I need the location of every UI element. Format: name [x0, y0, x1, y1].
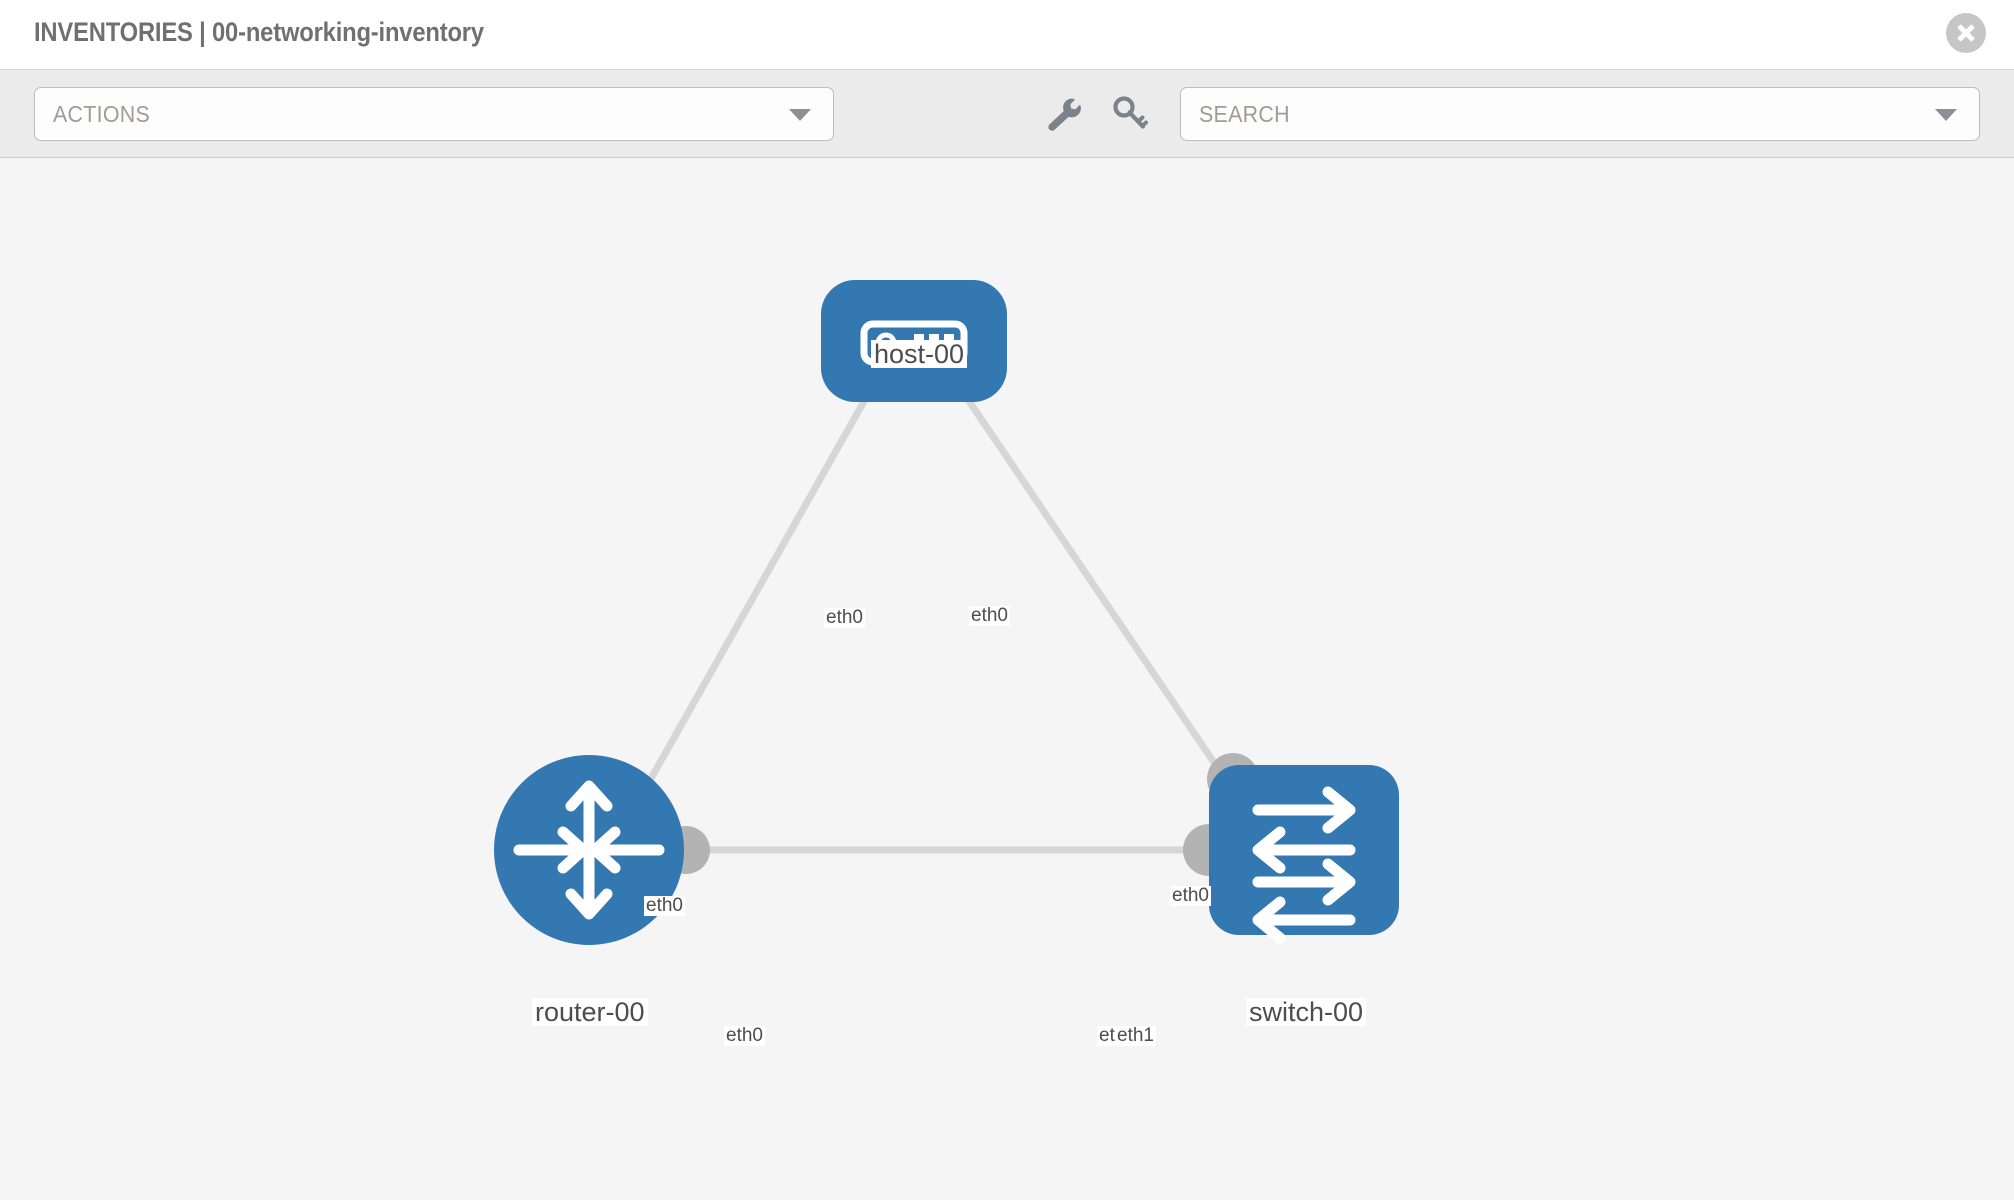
router-arrows-icon	[513, 780, 665, 920]
close-icon[interactable]	[1946, 13, 1986, 53]
search-placeholder: SEARCH	[1199, 101, 1290, 127]
page-title: INVENTORIES | 00-networking-inventory	[34, 17, 484, 47]
iface-label-host-right[interactable]: eth0	[969, 605, 1010, 626]
node-label-host-00[interactable]: host-00	[871, 340, 968, 368]
node-label-switch-00[interactable]: switch-00	[1246, 998, 1367, 1026]
link-host-switch[interactable]	[947, 371, 1241, 800]
node-router-00[interactable]	[494, 755, 684, 945]
wrench-icon[interactable]	[1040, 92, 1084, 136]
chevron-down-icon	[789, 109, 811, 121]
actions-dropdown[interactable]: ACTIONS	[34, 87, 834, 141]
topology-graph	[494, 280, 1399, 945]
node-switch-00[interactable]	[1209, 765, 1399, 944]
search-input[interactable]: SEARCH	[1180, 87, 1980, 141]
chevron-down-icon[interactable]	[1935, 109, 1957, 121]
iface-label-switch-left[interactable]: eth1	[1115, 1025, 1156, 1046]
actions-dropdown-label: ACTIONS	[53, 101, 151, 127]
page-header: INVENTORIES | 00-networking-inventory	[0, 0, 2014, 70]
switch-arrows-icon	[1252, 786, 1356, 944]
iface-label-host-left[interactable]: eth0	[824, 607, 865, 628]
iface-label-switch-up[interactable]: eth0	[1170, 885, 1211, 906]
link-host-router[interactable]	[636, 371, 884, 800]
topology-canvas[interactable]: eth0 eth0 eth0 eth0 eth0 eth0 eth1 host-…	[0, 158, 2014, 1200]
node-label-router-00[interactable]: router-00	[532, 998, 648, 1026]
key-icon[interactable]	[1108, 92, 1152, 136]
iface-label-router-up[interactable]: eth0	[644, 895, 685, 916]
toolbar: ACTIONS SEARCH	[0, 70, 2014, 158]
iface-label-router-right[interactable]: eth0	[724, 1025, 765, 1046]
topology-links	[636, 371, 1241, 854]
